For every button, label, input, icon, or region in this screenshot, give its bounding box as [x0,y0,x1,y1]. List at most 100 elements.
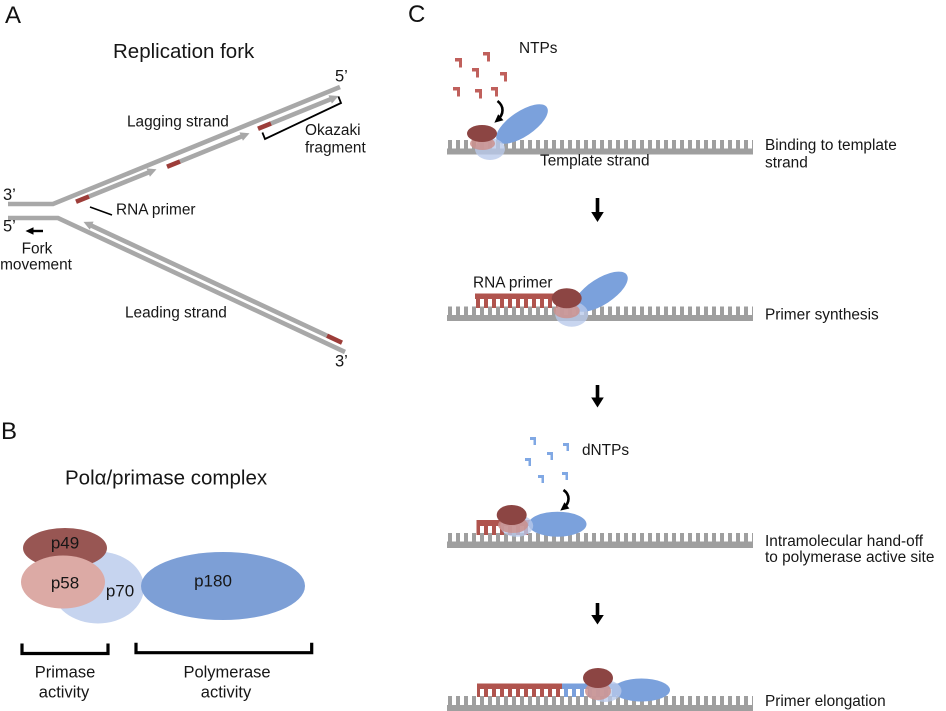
okazaki-label-line2: fragment [305,140,366,157]
primase-domain-ellipse [551,288,582,309]
dntp-icon [563,443,569,451]
primase-domain-ellipse [467,125,497,142]
panel-a-title: Replication fork [113,40,255,63]
down-arrowhead-icon [591,212,604,222]
step4-caption: Primer elongation [765,693,886,710]
rna-primer-segment [166,159,181,169]
rna-primer-pointer-line [89,206,113,216]
okazaki-fragment-2 [179,134,243,164]
p58-label: p58 [51,574,79,593]
ntp-icon [500,72,507,82]
p49-subunit-ellipse [23,528,107,568]
leading-new-strand [90,223,328,338]
fork-movement-label-line2: movement [0,257,73,274]
ntps-label: NTPs [519,40,558,57]
polymerase-domain-ellipse [613,678,670,702]
step-binding-to-template: NTPs Template strand Binding to template… [447,40,897,172]
template-strand-label: Template strand [540,153,650,170]
p70-label: p70 [106,582,134,601]
polymerase-domain-ellipse [573,271,628,312]
lagging-strand-label: Lagging strand [127,114,229,131]
p180-subunit-ellipse [141,552,305,620]
panel-b-title: Polα/primase complex [65,467,268,490]
leading-strand-label: Leading strand [125,305,227,322]
dntp-icon [547,452,553,460]
polymerase-activity-label-line1: Polymerase [183,664,270,682]
polymerase-domain-ellipse [496,104,548,144]
arrowhead-icon [83,221,94,230]
primase-domain-ellipse [583,668,613,688]
lagging-template-strand [8,84,341,207]
polymerase-activity-bracket [134,642,314,655]
step-handoff: dNTPs Intramolecular hand-off to polymer… [447,437,934,566]
rna-primer-teeth [477,689,562,697]
p49-label: p49 [51,534,79,553]
rna-primer-backbone [475,293,558,299]
arrowhead-icon [239,132,250,141]
panel-a-replication-fork: Replication fork Lagging strand 5’ Okaza… [0,40,366,371]
panel-c-letter: C [408,1,426,28]
p58-subunit-ellipse [21,555,105,609]
step1-caption-line2: strand [765,155,808,172]
polymerase-domain-ellipse [528,511,587,537]
p180-label: p180 [194,572,232,591]
dntps-label: dNTPs [582,442,629,459]
okazaki-label-line1: Okazaki [305,122,361,139]
step3-caption-line2: to polymerase active site [765,549,934,566]
rna-primer-backbone [477,683,562,689]
template-strand-backbone [447,148,753,155]
leading-template-strand [8,215,346,355]
template-strand-teeth [447,306,753,315]
ntp-icon [491,87,498,97]
rna-primer-label: RNA primer [116,202,196,219]
okazaki-bracket [261,96,343,141]
down-arrowhead-icon [591,615,604,625]
primase-activity-label-line2: activity [39,684,90,702]
rna-primer-label: RNA primer [473,275,553,292]
template-strands [8,84,346,355]
template-strand-teeth [447,140,753,149]
primase-domain-ellipse [496,505,527,525]
panel-a-letter: A [5,2,22,29]
okazaki-fragment-3 [270,96,333,126]
rna-primer-teeth [475,299,558,308]
ntp-icon [453,87,460,97]
fork-movement-arrowhead-icon [25,227,34,235]
three-prime-left-label: 3’ [3,186,16,204]
dntp-icon [538,475,544,483]
rna-primer-segments [75,121,343,345]
dntp-icon [525,458,531,466]
dntp-molecule-icons [525,437,569,483]
arrowhead-icon [146,168,157,177]
template-strand-backbone [447,705,753,711]
five-prime-left-label: 5’ [3,218,16,236]
ntp-icon [472,68,479,78]
dntp-entry-curved-arrow [560,488,570,511]
step-arrow-3 [591,603,604,625]
step-primer-elongation: Primer elongation [447,668,886,711]
step-arrow-1 [591,198,604,222]
primase-activity-label-line1: Primase [35,664,96,682]
step-primer-synthesis: RNA primer Primer synthesis [447,271,879,327]
panel-b-pola-primase-complex: Polα/primase complex p49 p58 p70 p180 Pr… [20,467,314,702]
ntp-icon [475,89,482,99]
step-arrow-2 [591,385,604,408]
rna-primer-segment [75,194,90,204]
strand-arrowhead-icons [83,95,339,230]
template-strand-teeth [447,533,753,542]
template-strand-backbone [447,541,753,548]
primase-activity-bracket [20,643,110,656]
dntp-icon [530,437,536,445]
arrowhead-icon [328,95,339,104]
down-arrowhead-icon [591,397,604,408]
step1-caption-line1: Binding to template [765,137,897,154]
template-strand-backbone [447,315,753,321]
polymerase-activity-label-line2: activity [201,684,252,702]
okazaki-fragment-1 [88,170,150,199]
fork-movement-label-line1: Fork [22,241,53,258]
five-prime-top-label: 5’ [335,68,348,86]
step3-caption-line1: Intramolecular hand-off [765,533,924,550]
ntp-molecule-icons [453,52,507,99]
ntp-icon [455,58,462,68]
